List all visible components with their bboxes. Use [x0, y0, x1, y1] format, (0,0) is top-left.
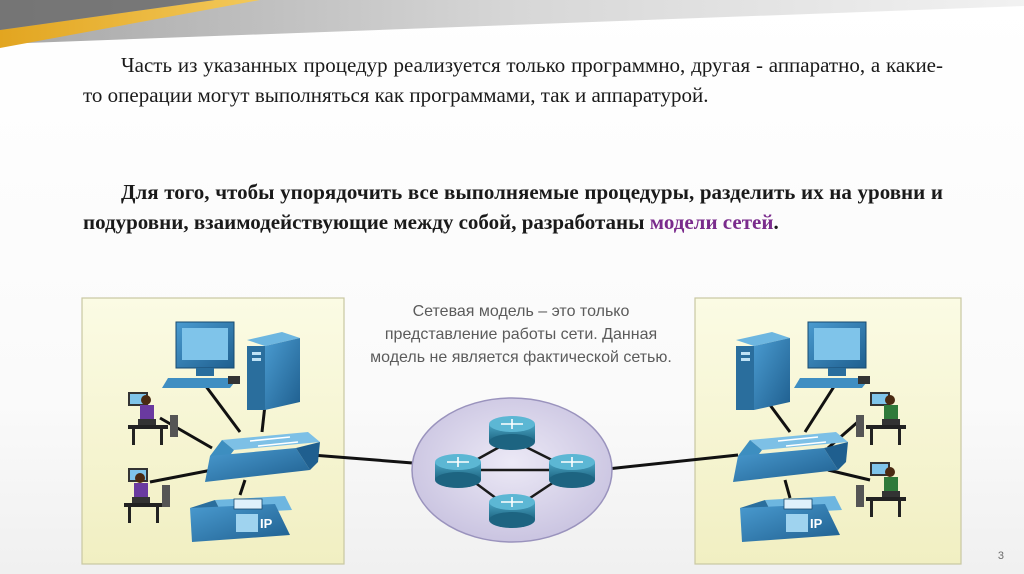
user-workstation-icon	[124, 468, 170, 523]
paragraph-network-models: Для того, чтобы упорядочить все выполняе…	[83, 177, 943, 237]
router-icon	[489, 494, 535, 528]
server-icon	[247, 332, 300, 410]
router-icon	[489, 416, 535, 450]
network-switch-icon	[733, 432, 848, 482]
user-workstation-icon	[856, 392, 906, 445]
paragraph-procedures: Часть из указанных процедур реализуется …	[83, 50, 943, 110]
page-number: 3	[997, 550, 1004, 562]
ip-phone-icon	[740, 496, 842, 542]
network-models-highlight: модели сетей	[649, 210, 774, 234]
router-icon	[549, 454, 595, 488]
server-icon	[736, 332, 790, 410]
user-workstation-icon	[128, 392, 178, 445]
network-switch-icon	[205, 432, 320, 482]
desktop-computer-icon	[162, 321, 240, 388]
phone-label-right: IP	[810, 516, 823, 531]
desktop-computer-icon	[794, 321, 870, 388]
network-diagram: IP	[81, 297, 962, 565]
corner-decoration	[0, 0, 1024, 48]
user-workstation-icon	[856, 462, 906, 517]
paragraph-2-end: .	[773, 210, 779, 234]
router-icon	[435, 454, 481, 488]
paragraph-1-text: Часть из указанных процедур реализуется …	[83, 53, 943, 107]
diagram-caption: Сетевая модель – это только представлени…	[370, 303, 672, 366]
ip-phone-icon	[190, 496, 292, 542]
phone-label-left: IP	[260, 516, 273, 531]
paragraph-2-start: Для того, чтобы упорядочить все выполняе…	[83, 180, 943, 234]
